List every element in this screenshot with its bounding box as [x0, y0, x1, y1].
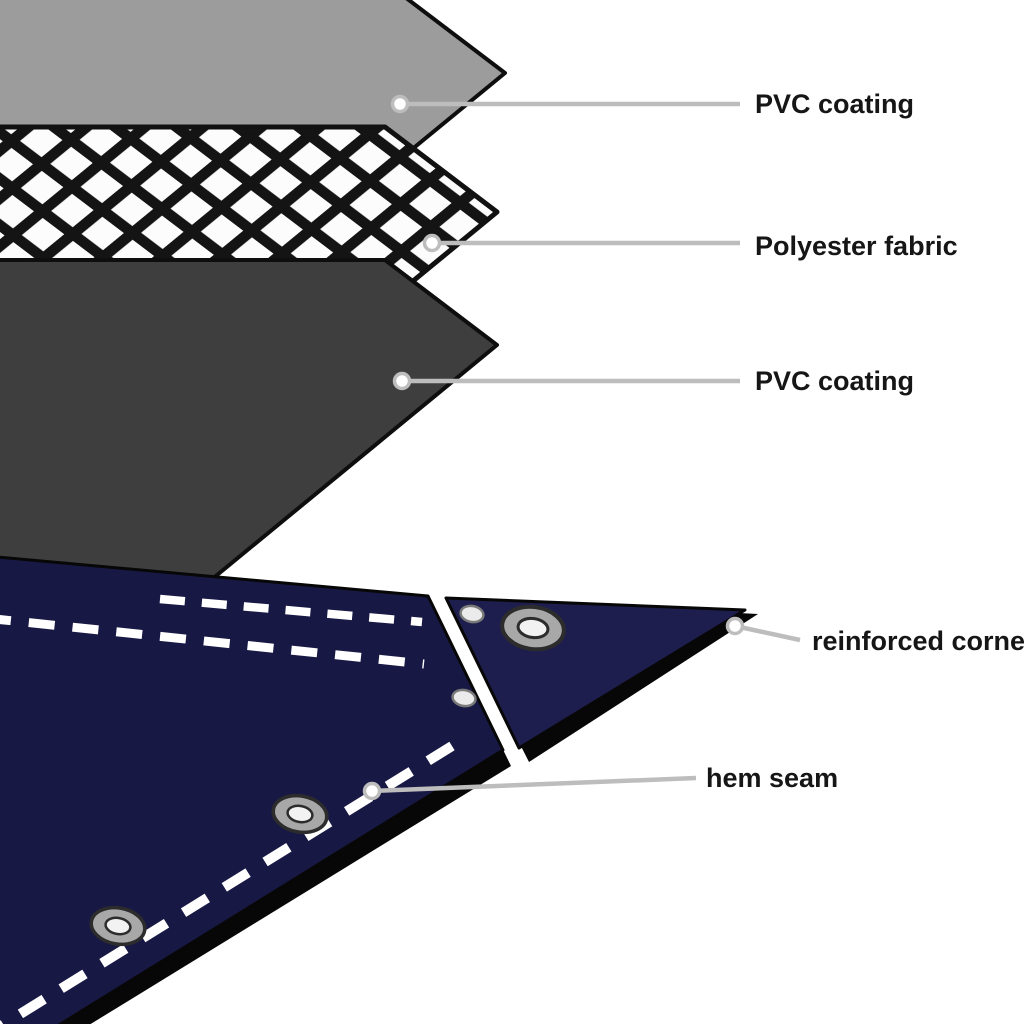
hem-stitch-top-row-2	[0, 615, 425, 669]
leader-dot	[725, 616, 745, 636]
grommet-hole	[286, 804, 314, 824]
label-pvc-coating-top: PVC coating	[755, 89, 914, 119]
tarp-main-panel	[0, 555, 505, 1024]
leader-line	[371, 775, 697, 794]
label-pvc-coating-bottom: PVC coating	[755, 366, 914, 396]
corner-grommet	[500, 604, 566, 652]
callout-reinforced-corner: reinforced corner	[725, 616, 1024, 656]
label-reinforced-corner: reinforced corner	[812, 626, 1024, 656]
callout-pvc-coating-bottom: PVC coating	[392, 366, 914, 396]
grommet-hole	[516, 616, 550, 640]
rivet	[451, 688, 477, 708]
label-polyester-fabric: Polyester fabric	[755, 231, 958, 261]
leader-dot	[362, 781, 382, 801]
leader-dot	[422, 233, 442, 253]
rivet	[459, 604, 485, 624]
grommet	[89, 905, 147, 947]
callout-pvc-coating-top: PVC coating	[390, 89, 914, 119]
grommet-hole	[104, 916, 132, 936]
callout-hem-seam: hem seam	[362, 763, 838, 801]
label-hem-seam: hem seam	[706, 763, 838, 793]
leader-line	[734, 623, 801, 643]
callout-polyester-fabric: Polyester fabric	[422, 231, 958, 261]
leader-dot	[390, 94, 410, 114]
leader-dot	[392, 371, 412, 391]
grommet	[271, 793, 329, 835]
hem-stitch-top-row-1	[159, 594, 423, 627]
